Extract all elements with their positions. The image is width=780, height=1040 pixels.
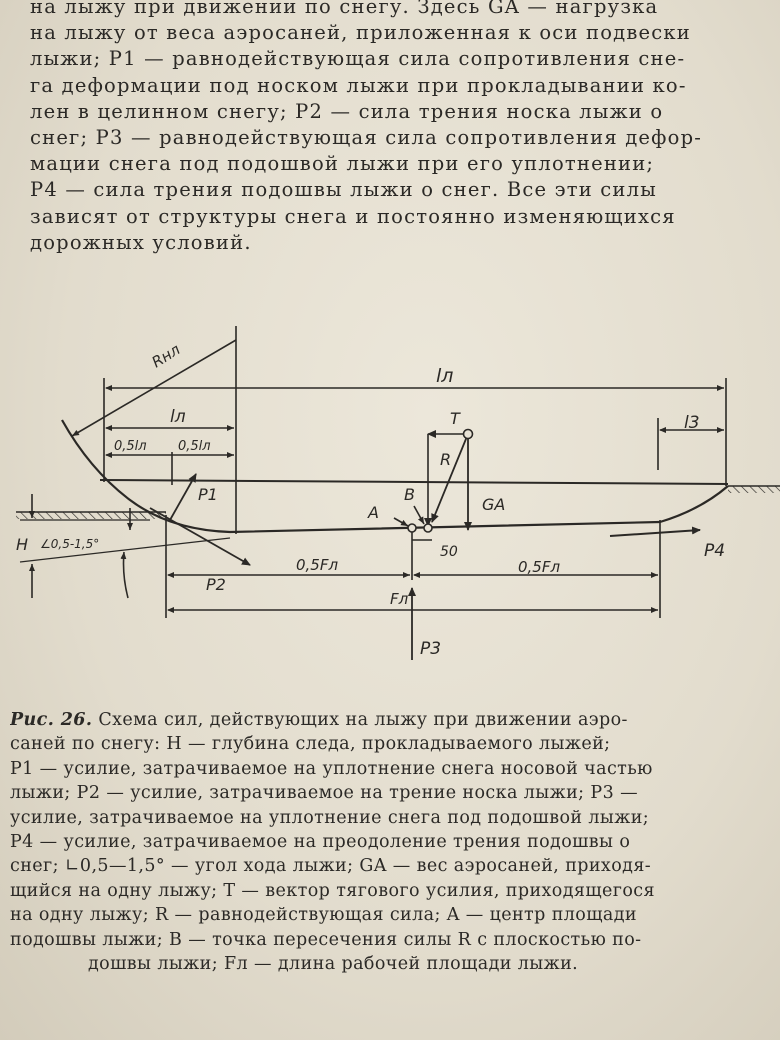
label-dim-50: 50 — [440, 544, 458, 560]
p1-arrow — [169, 473, 197, 521]
body-paragraph: на лыжу при движении по снегу. Здесь GA … — [30, 0, 778, 256]
label-t: T — [450, 409, 461, 428]
label-half-l-1: 0,5lл — [114, 439, 147, 454]
label-r: R — [440, 450, 451, 469]
text-line: га деформации под носком лыжи при прокла… — [30, 73, 687, 97]
text-line: на лыжу при движении по снегу. Здесь GA … — [30, 0, 659, 18]
ski-force-diagram: Rнл lл lл 0,5lл 0,5lл l3 T R B A GA P1 P… — [16, 326, 780, 660]
text-line: P4 — сила трения подошвы лыжи о снег. Вс… — [30, 178, 657, 202]
snow-surface-left — [16, 512, 166, 519]
caption-line: дошвы лыжи; Fл — длина рабочей площади л… — [88, 953, 579, 974]
label-l-total: lл — [436, 365, 453, 387]
label-f-l: Fл — [390, 590, 409, 608]
p4-arrow — [609, 526, 701, 537]
caption-line: подошвы лыжи; B — точка пересечения силы… — [10, 929, 642, 950]
caption-line: P4 — усилие, затрачиваемое на преодолени… — [10, 831, 631, 852]
label-half-l-2: 0,5lл — [178, 439, 211, 454]
caption-line: саней по снегу: H — глубина следа, прокл… — [10, 734, 611, 755]
caption-line: усилие, затрачиваемое на уплотнение снег… — [10, 807, 650, 828]
label-h: H — [16, 535, 28, 554]
text-line: мации снега под подошвой лыжи при его уп… — [30, 152, 655, 176]
label-l3: l3 — [684, 413, 700, 433]
caption-line: щийся на одну лыжу; T — вектор тягового … — [10, 880, 655, 901]
caption-line: Рис. 26. Схема сил, действующих на лыжу … — [10, 708, 780, 732]
ski-profile — [61, 419, 729, 534]
caption-line: на одну лыжу; R — равнодействующая сила;… — [10, 905, 637, 926]
p2-arrow — [149, 507, 251, 566]
label-b: B — [404, 485, 415, 504]
t-point — [462, 428, 474, 440]
label-angle: ∠0,5-1,5° — [40, 537, 99, 551]
h-bottom-line — [19, 537, 231, 563]
a-leader — [393, 517, 409, 527]
label-l-nose: lл — [170, 407, 186, 427]
label-ga: GA — [482, 495, 505, 514]
text-line: на лыжу от веса аэросаней, приложенная к… — [30, 21, 691, 45]
label-half-f-2: 0,5Fл — [518, 558, 560, 576]
angle-arc — [120, 551, 129, 599]
b-leader — [413, 505, 425, 525]
label-p2: P2 — [206, 575, 226, 594]
caption-lead: Рис. 26. — [10, 710, 93, 730]
label-a: A — [367, 503, 379, 522]
point-b — [423, 523, 433, 533]
text-line: снег; P3 — равнодействующая сила сопроти… — [30, 125, 703, 149]
ski-top-deck — [99, 479, 729, 485]
ski-base-line — [229, 521, 661, 533]
caption-line: P1 — усилие, затрачиваемое на уплотнение… — [10, 758, 653, 779]
label-p3: P3 — [420, 639, 441, 659]
text-line: дорожных условий. — [30, 230, 252, 254]
caption-text: Схема сил, действующих на лыжу при движе… — [98, 710, 628, 730]
text-line: лыжи; P1 — равнодействующая сила сопроти… — [30, 47, 686, 71]
snow-surface-right — [728, 486, 780, 493]
label-half-f-1: 0,5Fл — [296, 556, 338, 574]
text-line: лен в целинном снегу; P2 — сила трения н… — [30, 99, 664, 123]
label-p1: P1 — [198, 485, 218, 504]
text-line: зависят от структуры снега и постоянно и… — [30, 204, 676, 228]
caption-line: снег; ∟0,5—1,5° — угол хода лыжи; GA — в… — [10, 856, 652, 877]
r-vector — [431, 433, 469, 523]
point-a — [407, 523, 417, 533]
figure-caption: Рис. 26. Схема сил, действующих на лыжу … — [10, 708, 780, 976]
label-p4: P4 — [704, 541, 725, 561]
caption-line: лыжи; P2 — усилие, затрачиваемое на трен… — [10, 783, 638, 804]
label-r-nl: Rнл — [149, 340, 184, 371]
